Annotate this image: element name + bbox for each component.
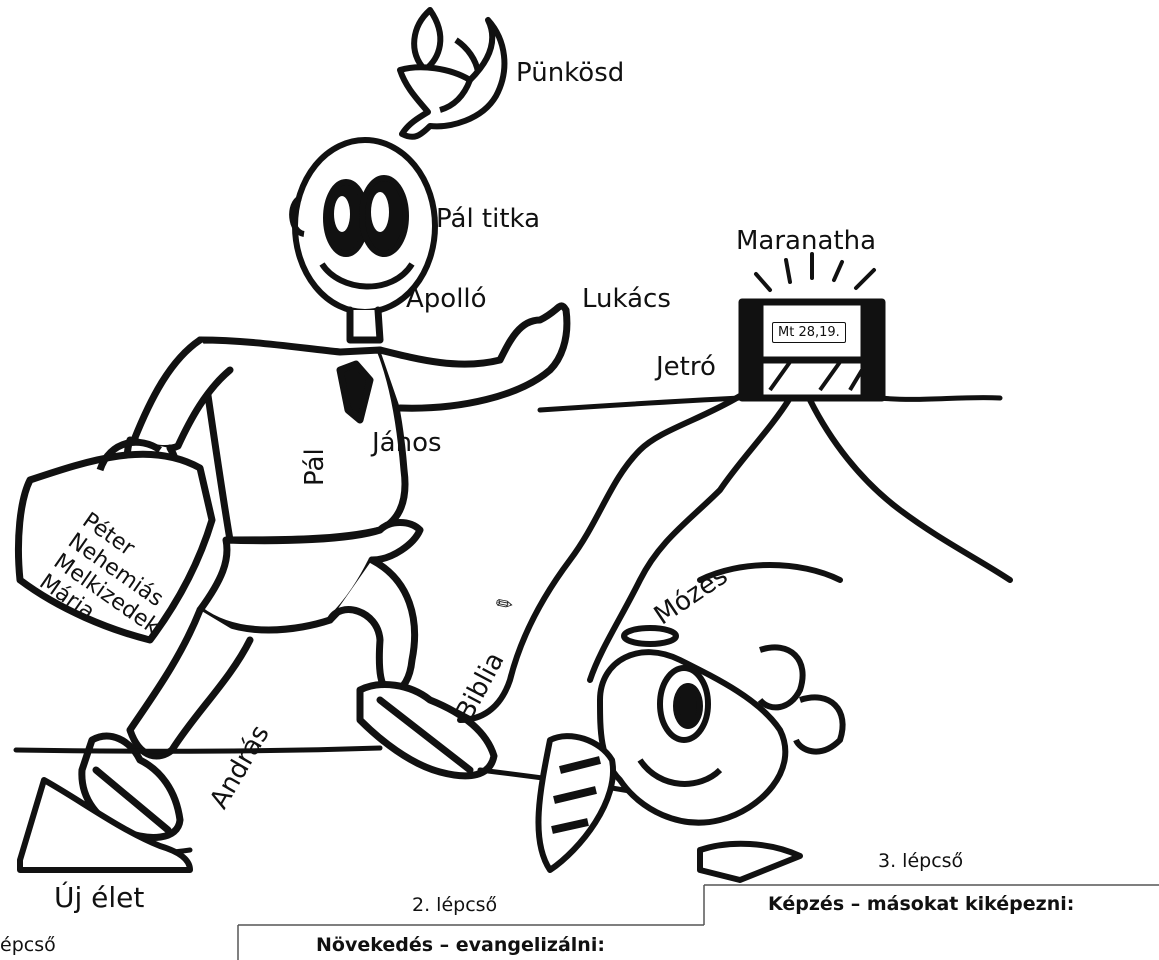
step3-title: Képzés – másokat kiképezni:: [768, 895, 1074, 914]
step2-title: Növekedés – evangelizálni:: [316, 936, 605, 955]
label-paul: Pál: [302, 448, 328, 486]
dove-icon: [400, 10, 504, 137]
label-pentecost: Pünkösd: [516, 60, 624, 86]
shine-lines: [756, 254, 874, 290]
step1-label: épcső: [0, 936, 56, 955]
label-john: János: [372, 430, 442, 456]
label-new-life: Új élet: [54, 884, 144, 912]
sign-verse: Mt 28,19.: [772, 322, 846, 343]
label-paul-secret: Pál titka: [436, 206, 540, 232]
step2-label: 2. lépcső: [412, 896, 497, 915]
road-path: [460, 396, 1010, 720]
label-maranatha: Maranatha: [736, 228, 876, 254]
chest-icon: [742, 302, 882, 398]
label-luke: Lukács: [582, 286, 671, 312]
label-jethro: Jetró: [656, 354, 716, 380]
step3-label: 3. lépcső: [878, 852, 963, 871]
label-apollos: Apolló: [406, 286, 487, 312]
angel-creature: [538, 628, 842, 880]
